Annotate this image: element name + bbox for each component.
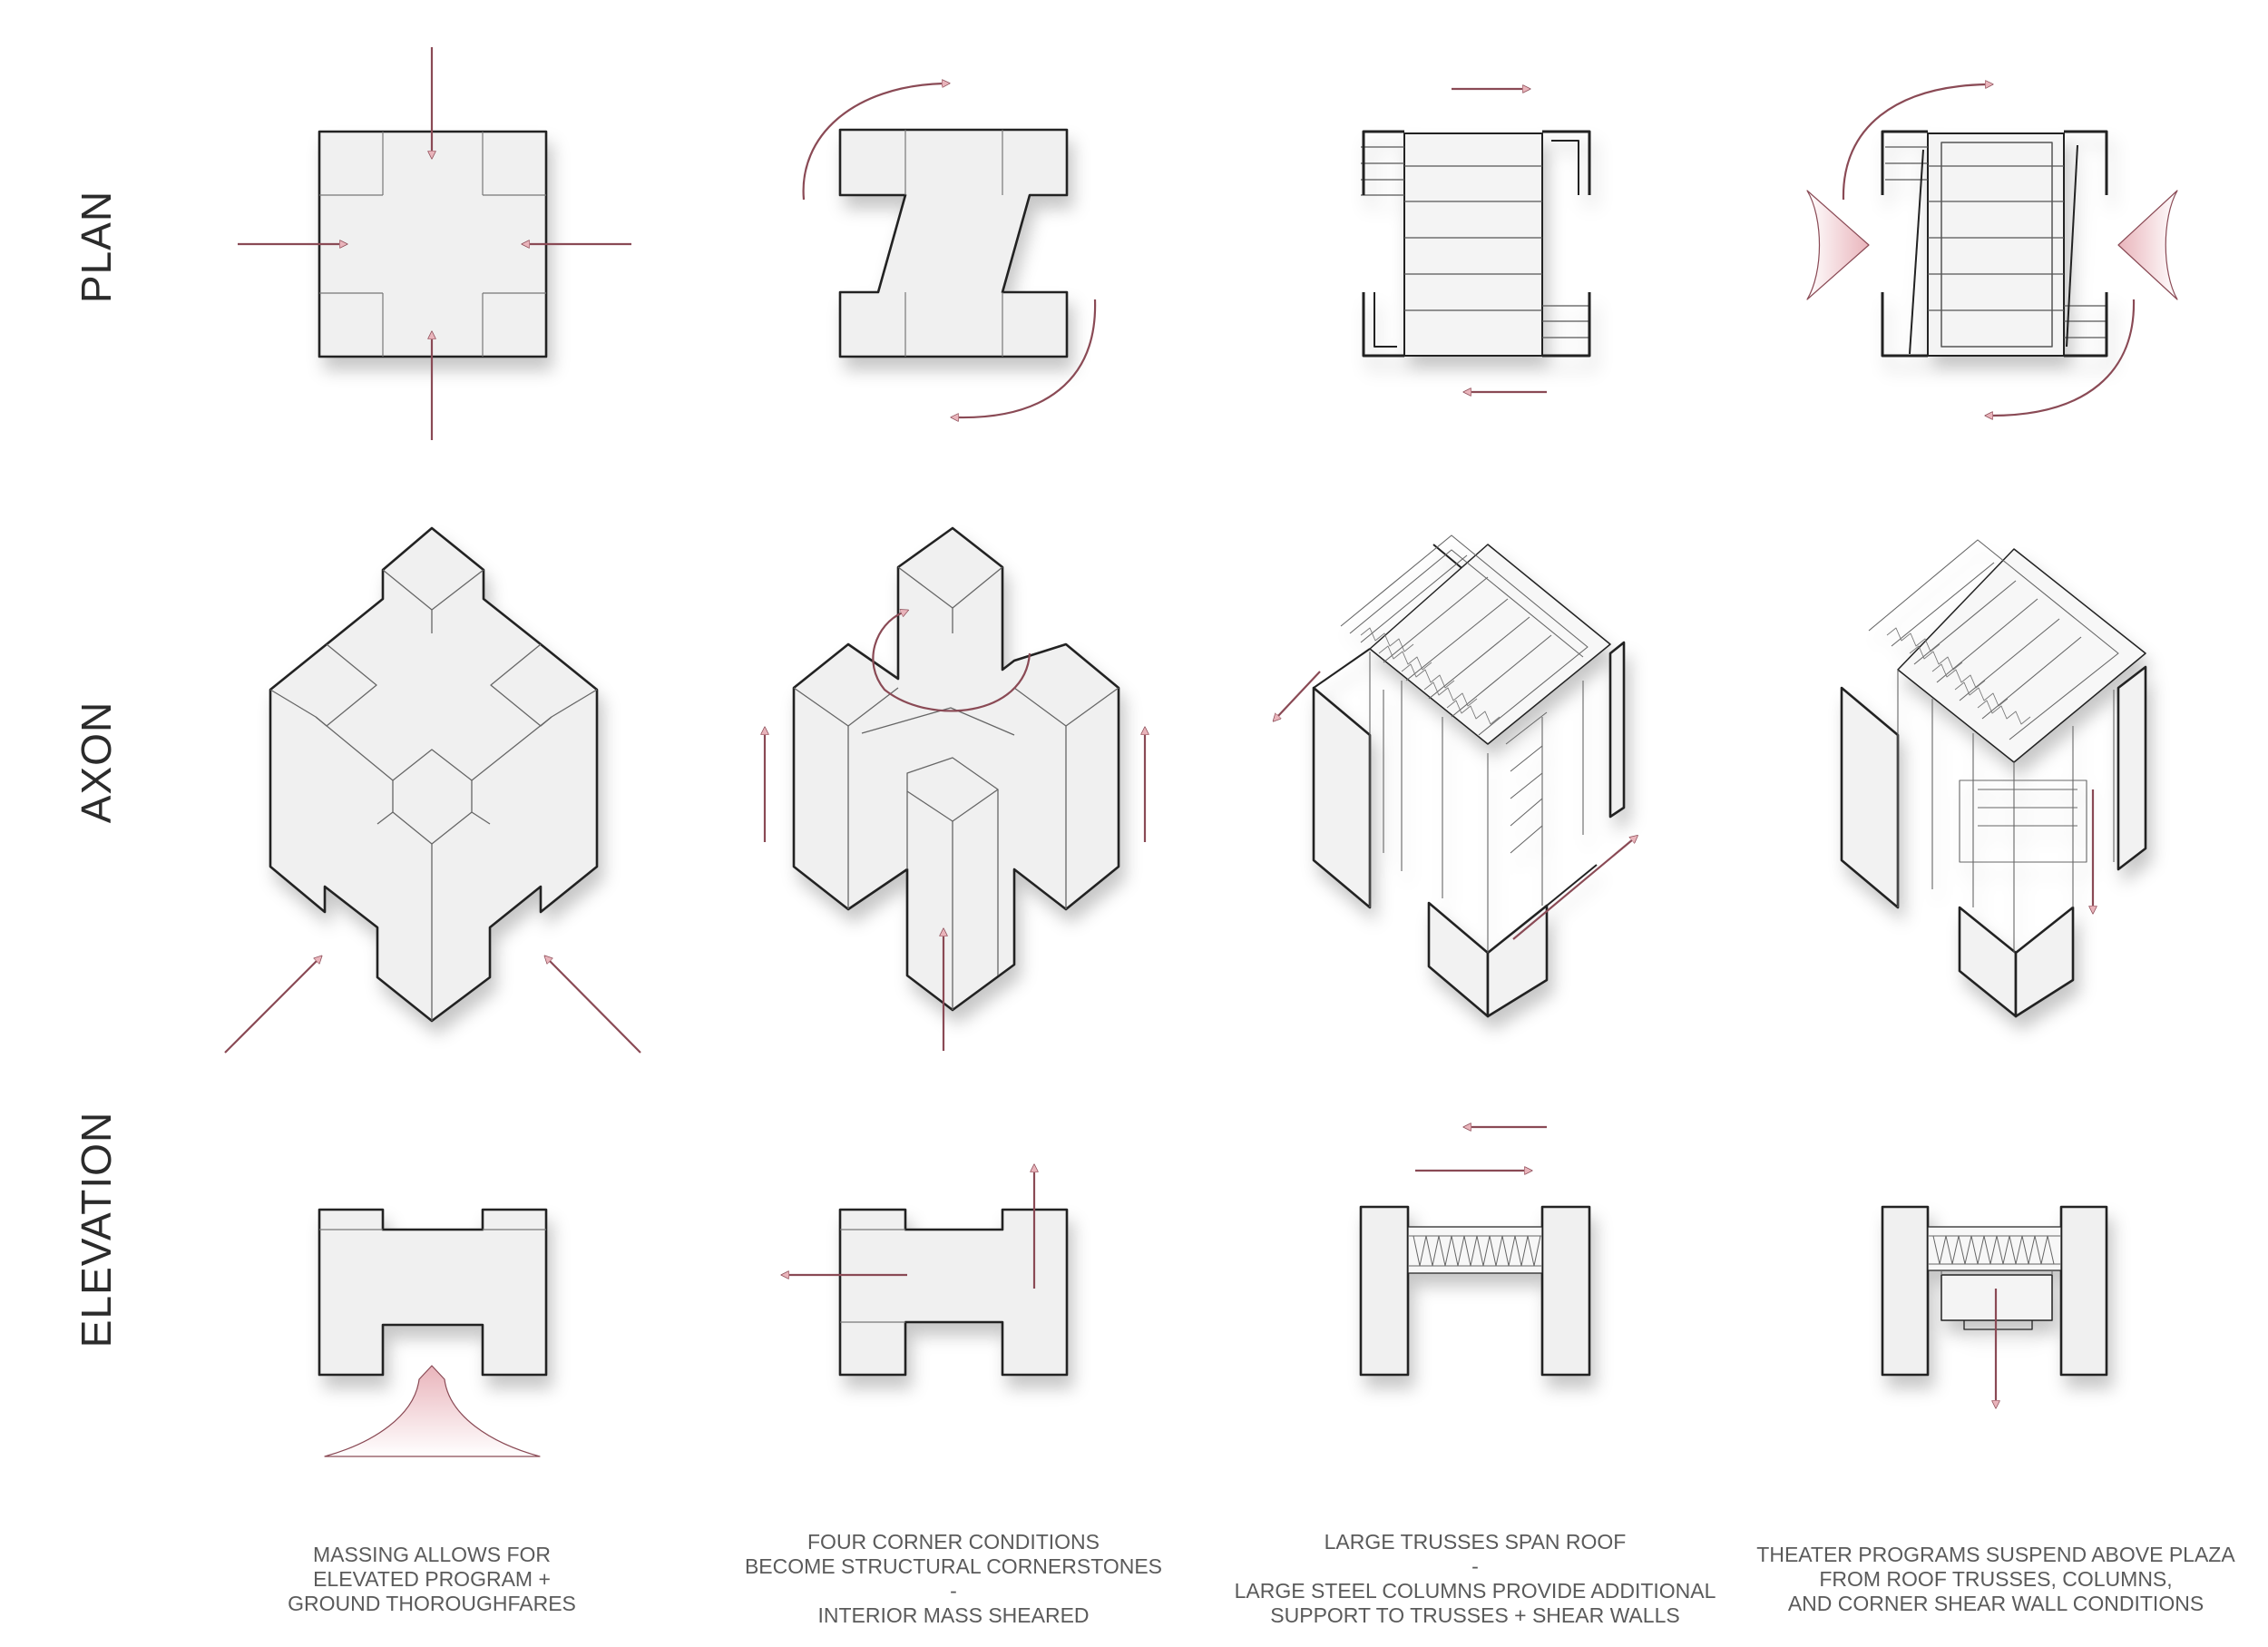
caption-1-line-3: GROUND THOROUGHFARES: [288, 1592, 576, 1615]
plan-massing-1: [318, 130, 548, 358]
plan-structure-4: [1881, 130, 2108, 358]
row-label-plan: PLAN: [73, 190, 120, 304]
elevation-fan-1: [324, 1365, 541, 1457]
elevation-arrows-2: [787, 1171, 1034, 1289]
caption-2-line-1: FOUR CORNER CONDITIONS: [807, 1530, 1100, 1554]
caption-2-line-2: BECOME STRUCTURAL CORNERSTONES: [744, 1554, 1163, 1578]
caption-1-line-1: MASSING ALLOWS FOR: [313, 1543, 551, 1566]
axon-structure-4: [1840, 539, 2147, 1018]
caption-4-line-2: FROM ROOF TRUSSES, COLUMNS,: [1819, 1567, 2173, 1591]
axon-massing-1: [269, 526, 599, 1023]
caption-2: FOUR CORNER CONDITIONS BECOME STRUCTURAL…: [699, 1530, 1207, 1628]
row-label-axon: AXON: [73, 701, 120, 824]
elevation-massing-1: [318, 1208, 548, 1377]
caption-3-line-1: LARGE TRUSSES SPAN ROOF: [1324, 1530, 1627, 1554]
plan-fans-4: [1806, 190, 2178, 300]
plan-arrows-1: [238, 47, 631, 440]
axon-massing-2: [792, 526, 1120, 1012]
plan-arrows-2: [802, 83, 1097, 417]
elevation-structure-4: [1881, 1205, 2108, 1377]
elevation-massing-2: [838, 1208, 1069, 1377]
caption-2-line-3: -: [950, 1579, 957, 1603]
caption-1-line-2: ELEVATED PROGRAM +: [313, 1567, 551, 1591]
elevation-arrows-3: [1415, 1127, 1547, 1171]
caption-4-line-3: AND CORNER SHEAR WALL CONDITIONS: [1787, 1592, 2204, 1615]
axon-arrows-1: [224, 960, 641, 1054]
elevation-structure-3: [1359, 1205, 1591, 1377]
caption-3-line-3: LARGE STEEL COLUMNS PROVIDE ADDITIONAL: [1234, 1579, 1716, 1603]
caption-4-line-1: THEATER PROGRAMS SUSPEND ABOVE PLAZA: [1756, 1543, 2235, 1566]
row-label-elevation: ELEVATION: [73, 1111, 120, 1348]
caption-3: LARGE TRUSSES SPAN ROOF - LARGE STEEL CO…: [1194, 1530, 1756, 1628]
caption-4: THEATER PROGRAMS SUSPEND ABOVE PLAZA FRO…: [1724, 1543, 2268, 1616]
caption-3-line-4: SUPPORT TO TRUSSES + SHEAR WALLS: [1270, 1603, 1680, 1627]
plan-massing-2: [838, 128, 1069, 358]
caption-2-line-4: INTERIOR MASS SHEARED: [817, 1603, 1090, 1627]
plan-arrows-4: [1842, 84, 2136, 416]
plan-structure-3: [1361, 130, 1591, 358]
axon-structure-3: [1312, 534, 1626, 1018]
plan-arrows-3: [1452, 89, 1547, 392]
axon-arrows-2: [765, 613, 1145, 1051]
caption-3-line-2: -: [1471, 1554, 1479, 1578]
axon-arrows-3: [1277, 671, 1633, 940]
caption-1: MASSING ALLOWS FOR ELEVATED PROGRAM + GR…: [178, 1543, 686, 1616]
